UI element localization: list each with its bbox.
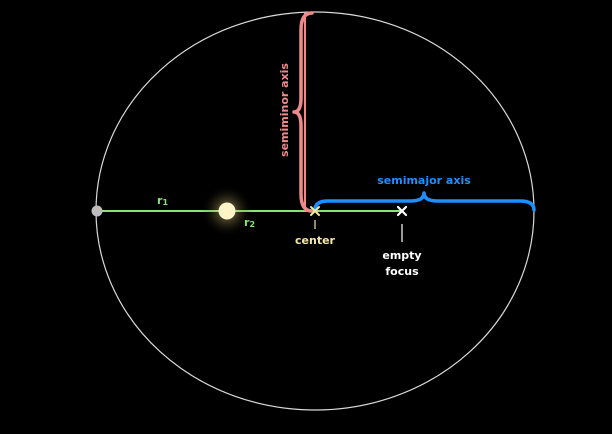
r2-label: r2	[244, 216, 255, 229]
sun	[218, 202, 236, 220]
center-label: center	[295, 234, 336, 247]
semiminor-axis-label: semiminor axis	[278, 63, 291, 157]
semimajor-axis-label: semimajor axis	[377, 174, 471, 187]
r1-label: r1	[157, 194, 168, 207]
planet	[91, 205, 103, 217]
semiminor-axis-brace	[292, 11, 314, 213]
empty-focus-label-line2: focus	[385, 265, 419, 278]
center-marker	[310, 206, 320, 216]
empty-focus-label-line1: empty	[382, 249, 421, 262]
semimajor-axis-brace	[313, 191, 536, 212]
empty-focus-marker	[396, 205, 408, 217]
